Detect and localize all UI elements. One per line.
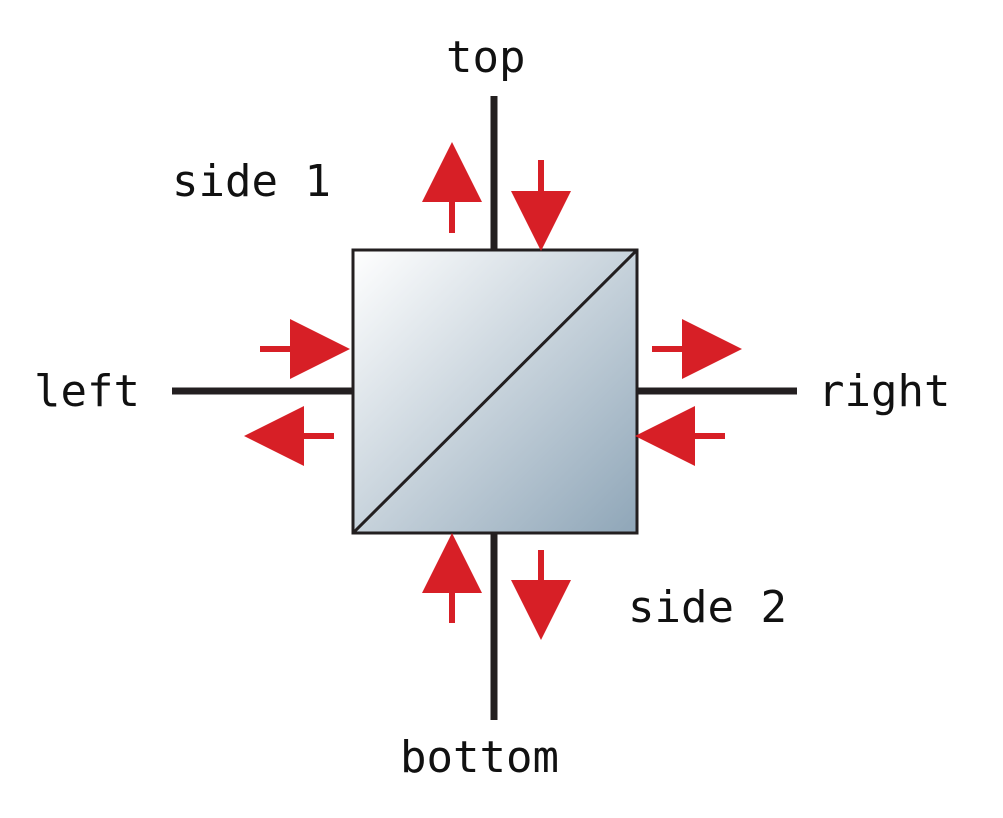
beam-splitter-cube-icon: [351, 248, 639, 535]
port-label-top: top: [446, 32, 526, 83]
arrow-group: [244, 142, 742, 640]
side-label-2: side 2: [628, 582, 787, 633]
cube-diagonal: [351, 248, 639, 535]
port-label-left: left: [34, 366, 140, 417]
port-label-bottom: bottom: [400, 732, 559, 783]
side-label-1: side 1: [172, 156, 331, 207]
port-label-right: right: [818, 366, 951, 417]
